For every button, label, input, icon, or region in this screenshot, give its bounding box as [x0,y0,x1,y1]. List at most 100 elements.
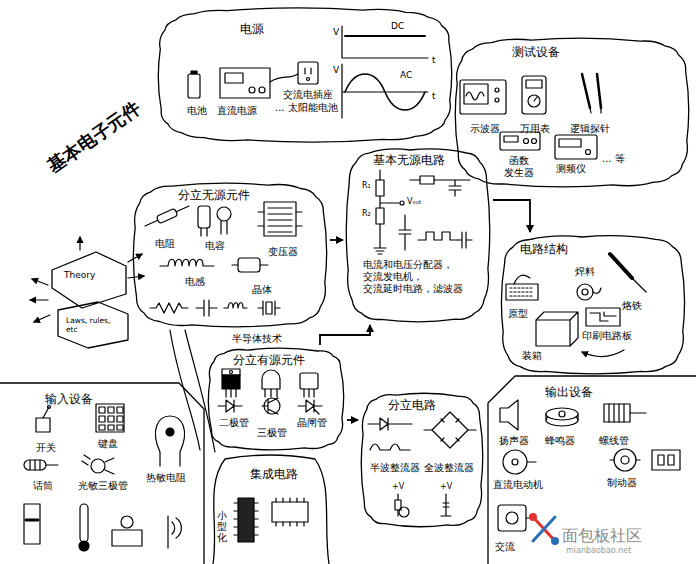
item-label: +V [392,482,404,492]
thyristor-icon [300,373,318,397]
function-generator-icon [500,132,540,150]
prototype-board-icon [510,288,534,296]
transistor-circuits [441,494,451,516]
soldering-iron-icon [610,254,632,278]
resistor-icon [156,208,178,223]
thermometer-icon [80,504,88,542]
slider-icon [26,519,38,522]
rc-ladder [410,180,470,196]
full-wave-rectifier [441,419,459,441]
item-label: 二极管 [219,417,249,429]
capacitor-circuit [458,232,472,248]
item-label: R₂ [362,209,371,219]
watermark-logo [531,515,536,520]
power-transistor-icon [222,375,240,389]
multimeter-icon [522,76,546,114]
thermistor-icon [166,428,174,436]
pushbutton-icon [112,516,142,546]
crystal-icon [238,258,260,272]
actuator-icon [614,449,636,471]
item-label: ... 太阳能电池 [275,102,338,114]
dc-motor-icon [527,461,536,462]
dc-motor-icon [503,450,527,474]
input-device-region: 输入设备开关键盘话筒光敏三极管热敏电阻 [0,382,205,564]
voltage-divider [374,170,404,254]
item-label: Laws, rules, etc [66,316,122,334]
item-label: 晶闸管 [297,417,327,429]
solder-icon [593,288,601,293]
item-label: 交流电插座 [283,89,333,101]
frequency-meter-icon [586,150,591,155]
keypad-icon [96,404,124,432]
oscilloscope-icon [495,88,499,92]
resistor-icon [145,206,189,226]
watermark: 面包板社区 [562,526,642,545]
transformer-icon [258,202,302,236]
dc-motor-icon [503,450,536,474]
crystal-icon [232,258,268,272]
component-symbols [196,300,217,316]
item-label: 原型 [508,308,528,320]
semiconductor-symbols [218,398,322,414]
display-icon [652,450,680,470]
theory-arrows [79,237,80,250]
item-label: 光敏三极管 [78,480,128,492]
ac-motor-icon [498,505,534,531]
item-label: 扬声器 [499,435,529,447]
item-label: AC [400,70,412,81]
pushbutton-icon [121,516,133,528]
region-outline [488,376,696,564]
item-label: DC [391,21,404,32]
construction-cloud: 电路结构焊料原型烙铁印刷电路板装箱 [498,232,688,377]
semiconductor-symbols [218,400,242,412]
region-heading: 集成电路 [250,467,298,481]
item-label: 三极管 [257,427,287,439]
theory-arrows [32,279,48,285]
item-label: 直流电源 [217,105,257,117]
soldering-iron-icon [632,278,646,292]
function-generator-icon [504,136,518,142]
solenoid-icon [604,404,630,422]
thermistor-icon [155,416,184,466]
resistor-icon [145,206,189,226]
item-label: V [333,65,339,76]
capacitor-circuit [399,215,472,250]
item-label: 焊料 [575,266,595,278]
region-outline [343,145,493,325]
solder-icon [577,284,593,300]
solder-icon [577,284,601,300]
ac-motor-icon [498,505,526,531]
slider-icon [24,504,40,544]
outlet-icon [298,62,318,84]
display-icon [652,450,680,470]
thermometer-icon [79,541,89,551]
region-heading: 基本无源电路 [373,153,445,167]
item-label: 印刷电路板 [582,330,632,342]
power-transistor-icon [222,369,240,375]
capacitor-icon [217,207,231,221]
multimeter-icon [528,95,540,107]
capacitor-icon [221,221,227,234]
active-component-cloud: 分立有源元件二极管三极管晶闸管 [205,345,347,453]
voltage-divider [374,170,399,254]
capacitor-icon [198,206,210,228]
transistor-circuits [395,494,451,517]
flat-chip-icon [272,502,308,522]
dc-graph [342,26,428,58]
region-heading: Theory [64,270,95,281]
technology-curves [185,330,215,452]
passive-circuit-cloud: 基本无源电路R₁R₂Vₒᵤₜ电流和电压分配器， 交流发电机， 交流延时电路，滤波… [343,145,493,325]
item-label: 电容 [205,240,225,252]
item-label: 逻辑探针 [570,123,610,135]
battery-icon [188,74,200,98]
actuator-icon [621,456,629,464]
dc-supply-icon [270,74,298,82]
item-label: 变压器 [268,246,298,258]
enclosure-icon [582,350,624,357]
component-symbols [150,303,188,313]
ac-graph [342,64,428,118]
item-label: 烙铁 [622,300,642,312]
flow-arrow [320,325,370,345]
speaker-icon [500,400,518,430]
region-outline [130,180,330,330]
